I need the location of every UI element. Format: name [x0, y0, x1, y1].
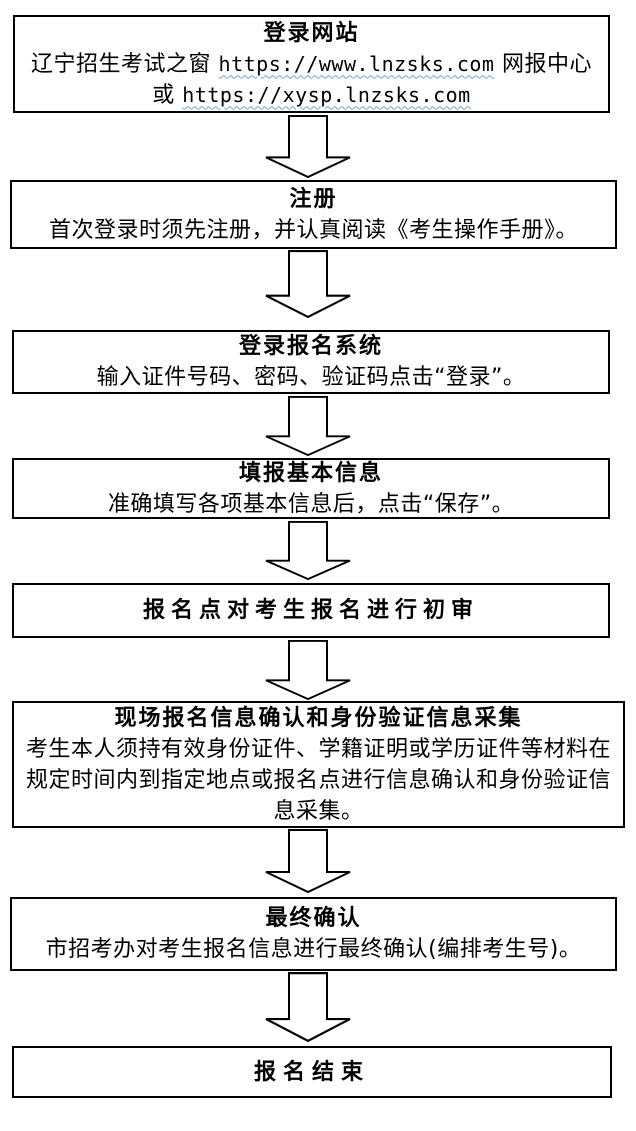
step-body: 市招考办对考生报名信息进行最终确认(编排考生号)。 [45, 937, 582, 962]
flow-step-register: 注册 首次登录时须先注册，并认真阅读《考生操作手册》。 [10, 180, 617, 249]
flow-step-onsite-confirmation: 现场报名信息确认和身份验证信息采集 考生本人须持有效身份证件、学籍证明或学历证件… [12, 701, 625, 828]
down-arrow-icon [264, 521, 352, 580]
step-title: 报名结束 [253, 1059, 370, 1085]
step-body: 准确填写各项基本信息后，点击“保存”。 [107, 491, 515, 517]
step-title: 最终确认 [265, 906, 362, 931]
step-title: 登录报名系统 [238, 334, 383, 359]
down-arrow-icon [264, 115, 352, 178]
website-url-text: https://www.lnzsks.com [218, 51, 495, 76]
step-body: 首次登录时须先注册，并认真阅读《考生操作手册》。 [48, 217, 578, 243]
down-arrow-icon [264, 640, 352, 700]
step-body-line: 辽宁招生考试之窗 https://www.lnzsks.com 网报中心 [23, 49, 600, 80]
step-body-line: 或 https://xysp.lnzsks.com [144, 80, 478, 111]
flow-step-fill-basic-info: 填报基本信息 准确填写各项基本信息后，点击“保存”。 [12, 458, 610, 519]
step-title: 登录网站 [263, 20, 360, 46]
down-arrow-icon [264, 250, 352, 318]
step-title: 报名点对考生报名进行初审 [142, 598, 479, 623]
step-title: 现场报名信息确认和身份验证信息采集 [114, 705, 523, 731]
flow-step-login-website: 登录网站 辽宁招生考试之窗 https://www.lnzsks.com 网报中… [13, 15, 610, 113]
site-name-text: 辽宁招生考试之窗 [31, 51, 219, 77]
step-body: 考生本人须持有效身份证件、学籍证明或学历证件等材料在规定时间内到指定地点或报名点… [25, 736, 611, 824]
flow-step-final-confirmation: 最终确认 市招考办对考生报名信息进行最终确认(编排考生号)。 [10, 897, 617, 971]
down-arrow-icon [264, 396, 352, 456]
site-suffix-text: 网报中心 [494, 51, 592, 77]
flow-step-login-system: 登录报名系统 输入证件号码、密码、验证码点击“登录”。 [12, 330, 610, 394]
step-body: 输入证件号码、密码、验证码点击“登录”。 [96, 365, 526, 390]
alt-website-url-text: https://xysp.lnzsks.com [182, 82, 471, 107]
step-title: 注册 [289, 186, 338, 212]
or-text: 或 [152, 82, 183, 108]
flow-step-registration-finished: 报名结束 [12, 1046, 612, 1098]
down-arrow-icon [264, 972, 352, 1042]
down-arrow-icon [264, 829, 352, 893]
flow-step-preliminary-review: 报名点对考生报名进行初审 [12, 583, 610, 638]
step-title: 填报基本信息 [238, 460, 383, 486]
